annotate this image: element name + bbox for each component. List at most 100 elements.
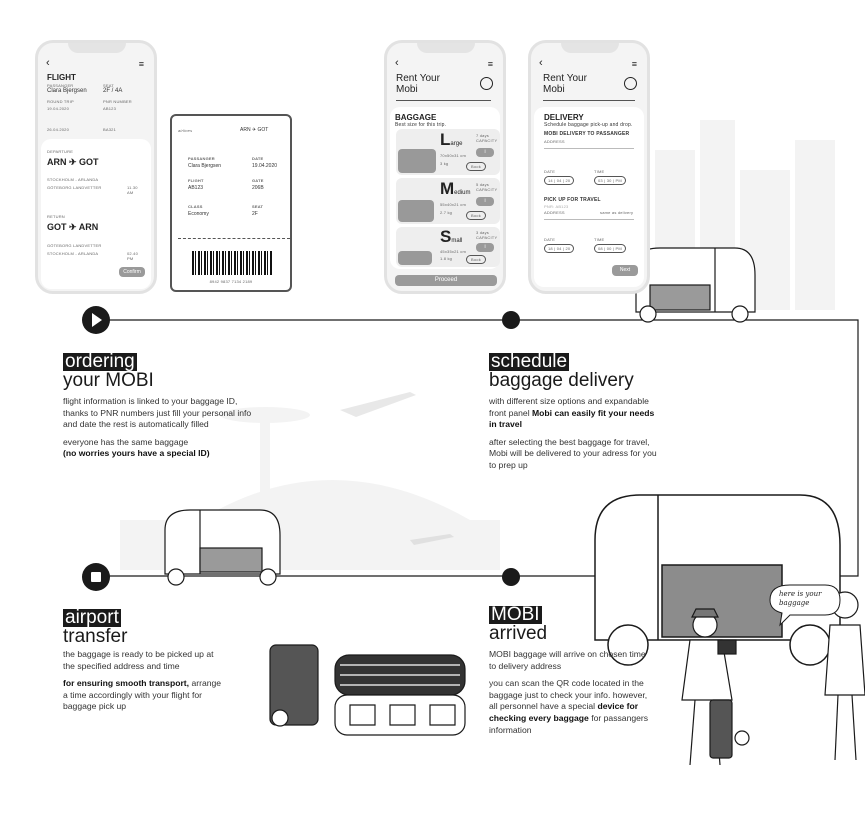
screen-title: Rent Your Mobi: [396, 73, 440, 95]
flight: AB123: [188, 185, 204, 191]
progress-steps: [543, 100, 635, 101]
to: GÖTEBORG LANDVETTER: [47, 185, 102, 190]
menu-icon[interactable]: ≡: [138, 59, 144, 69]
weight: 3 kg: [440, 161, 449, 166]
label: SEAT: [103, 83, 114, 88]
section-title: DELIVERY: [544, 113, 584, 122]
date: 26.04.2020: [47, 127, 70, 132]
capacity: 5 days CAPACITY: [476, 182, 498, 192]
size-option-small[interactable]: Small 3 days CAPACITY 45x35x21 cm 1.8 kg…: [396, 227, 500, 267]
delivery-phone-screen: ‹ ≡ Rent Your Mobi DELIVERY Schedule bag…: [528, 40, 650, 294]
suitcase-icon: [398, 200, 434, 222]
size-label: Large: [440, 130, 463, 149]
step-text: MOBI baggage will arrive on chosen time …: [489, 649, 646, 671]
info-button[interactable]: i: [476, 197, 494, 206]
tear-line: [178, 238, 290, 239]
step-text: flight information is linked to your bag…: [63, 396, 252, 430]
label: PASSANGER: [47, 83, 74, 88]
suitcase-icon: [398, 149, 436, 173]
flight-phone-screen: ‹ ≡ FLIGHT PASSANGER Clara Bjergsen SEAT…: [35, 40, 157, 294]
passenger-name: Clara Bjergsen: [47, 88, 87, 94]
size-label: Medium: [440, 179, 471, 198]
same-as-delivery-checkbox[interactable]: same as delivery: [600, 210, 634, 215]
book-button[interactable]: Book: [466, 162, 486, 171]
back-icon[interactable]: ‹: [395, 57, 399, 69]
step-heading: your MOBI: [63, 370, 154, 391]
barcode: [192, 251, 272, 275]
step-heading: transfer: [63, 626, 128, 647]
pickup-date-field[interactable]: 18 | 04 | 20: [544, 244, 575, 253]
step-text: the baggage is ready to be picked up at …: [63, 649, 214, 671]
label: CLASS: [188, 204, 203, 209]
section-subtitle: Schedule baggage pick-up and drop.: [544, 122, 633, 128]
address-input[interactable]: [544, 148, 634, 149]
tag-icon[interactable]: [624, 77, 637, 90]
boarding-pass: airlines ARN ✈ GOT PASSANGER Clara Bjerg…: [170, 114, 292, 292]
baggage-card: BAGGAGE Best size for this trip. Large 7…: [390, 107, 500, 269]
label: RETURN: [47, 214, 65, 219]
address-dropdown[interactable]: ADDRESS: [544, 210, 565, 215]
back-icon[interactable]: ‹: [539, 57, 543, 69]
dimensions: 70x50x31 cm: [440, 153, 466, 158]
step-mobi-arrived: MOBI arrived MOBI baggage will arrive on…: [489, 605, 654, 736]
to: STOCKHOLM - ARLANDA: [47, 251, 99, 256]
delivery-person: [681, 608, 750, 766]
seat: 2F: [252, 211, 258, 217]
size-label: Small: [440, 227, 463, 246]
step-highlight: schedule: [489, 351, 570, 372]
time: 11.30 AM: [127, 185, 138, 195]
label: GATE: [252, 178, 264, 183]
delivery-date-field[interactable]: 14 | 04 | 20: [544, 176, 575, 185]
date: 19.04.2020: [252, 163, 278, 169]
label: PNR NUMBER: [103, 99, 132, 104]
pickup-time-field[interactable]: 08 | 00 | PM: [594, 244, 626, 253]
section-title: BAGGAGE: [395, 113, 437, 122]
info-button[interactable]: i: [476, 243, 494, 252]
route: ARN ✈ GOT: [240, 127, 269, 133]
label: DATE: [544, 169, 556, 174]
seat-value: 2F / 4A: [103, 88, 123, 94]
proceed-button[interactable]: Proceed: [395, 275, 497, 286]
timeline: [96, 319, 859, 577]
back-icon[interactable]: ‹: [46, 57, 50, 69]
step-text: everyone has the same baggage(no worries…: [63, 436, 210, 459]
from: STOCKHOLM - ARLANDA: [47, 177, 99, 182]
address-dropdown[interactable]: ADDRESS: [544, 139, 565, 144]
baggage-phone-screen: ‹ ≡ Rent Your Mobi BAGGAGE Best size for…: [384, 40, 506, 294]
label: DATE: [252, 156, 264, 161]
tag-icon[interactable]: [480, 77, 493, 90]
speech-bubble: [769, 584, 841, 627]
book-button[interactable]: Book: [466, 255, 486, 264]
subheading: MOBI DELIVERY TO PASSANGER: [544, 131, 630, 137]
barcode-number: 8942 9837 7134 2189: [209, 279, 253, 284]
step-text: with different size options and expandab…: [489, 396, 655, 430]
capacity: 3 days CAPACITY: [476, 230, 498, 240]
step-text: for ensuring smooth transport, arrange a…: [63, 678, 222, 712]
label: FLIGHT: [188, 178, 204, 183]
size-option-medium[interactable]: Medium 5 days CAPACITY 55x40x21 cm 2.7 k…: [396, 178, 500, 224]
address-input[interactable]: [544, 219, 634, 220]
section-subtitle: Best size for this trip.: [395, 122, 447, 128]
delivery-card: DELIVERY Schedule baggage pick-up and dr…: [534, 107, 644, 287]
delivery-time-field[interactable]: 03 | 30 | PM: [594, 176, 626, 185]
label: ROUND TRIP: [47, 99, 74, 104]
mobi-vehicle-airport: [164, 509, 281, 586]
book-button[interactable]: Book: [466, 211, 486, 220]
menu-icon[interactable]: ≡: [487, 59, 493, 69]
airplane-icon: [340, 392, 416, 417]
step-schedule: schedule baggage delivery with different…: [489, 352, 659, 472]
weight: 2.7 kg: [440, 210, 453, 215]
suitcase-icon: [398, 251, 432, 265]
step-heading: baggage delivery: [489, 370, 634, 391]
flight-card: DEPARTURE ARN ✈ GOT STOCKHOLM - ARLANDA …: [41, 139, 151, 289]
label: DEPARTURE: [47, 149, 74, 154]
step-highlight: MOBI: [489, 604, 542, 625]
confirm-button[interactable]: Confirm: [119, 267, 145, 277]
menu-icon[interactable]: ≡: [631, 59, 637, 69]
info-button[interactable]: i: [476, 148, 494, 157]
class: Economy: [188, 211, 209, 217]
next-button[interactable]: Next: [612, 265, 638, 276]
dimensions: 45x35x21 cm: [440, 249, 466, 254]
size-option-large[interactable]: Large 7 days CAPACITY 70x50x31 cm 3 kg i…: [396, 129, 500, 175]
step-ordering: ordering your MOBI flight information is…: [63, 352, 263, 460]
